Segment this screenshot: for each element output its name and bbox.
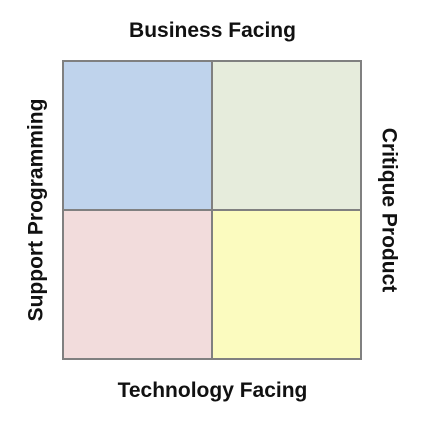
- critique-product-label: Critique Product: [377, 127, 401, 293]
- quadrant-grid: [62, 60, 362, 360]
- quadrant-bottom-right: [212, 210, 360, 358]
- business-facing-label: Business Facing: [129, 19, 296, 42]
- support-programming-label: Support Programming: [24, 98, 48, 322]
- quadrant-bottom-left: [64, 210, 212, 358]
- technology-facing-label: Technology Facing: [117, 379, 308, 402]
- quadrant-top-left: [64, 62, 212, 210]
- quadrant-top-right: [212, 62, 360, 210]
